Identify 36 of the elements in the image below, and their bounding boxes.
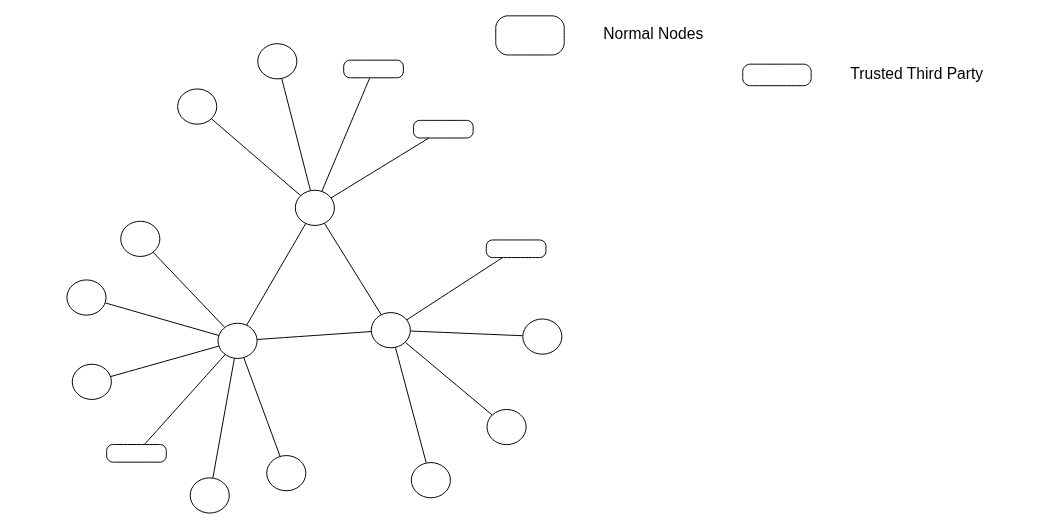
connector: [243, 357, 281, 457]
node-circle: [410, 462, 451, 499]
connector: [323, 222, 382, 316]
connector: [210, 118, 301, 196]
connector: [105, 302, 220, 336]
node-circle: [294, 189, 335, 226]
node-box: [485, 239, 547, 259]
node-box: [413, 119, 474, 139]
node-circle: [217, 322, 258, 359]
node-circle: [370, 312, 411, 349]
connector: [394, 346, 427, 464]
connector: [281, 78, 311, 191]
connector: [144, 354, 226, 445]
node-circle: [189, 477, 230, 514]
node-box: [343, 59, 404, 79]
node-circle: [71, 363, 112, 400]
connector: [410, 330, 524, 337]
node-circle: [66, 279, 107, 316]
connector: [406, 257, 503, 321]
connector: [405, 341, 493, 416]
connector: [330, 137, 430, 199]
node-box: [106, 444, 167, 463]
node-circle: [257, 43, 298, 80]
connector: [246, 223, 307, 326]
connector: [321, 77, 371, 192]
node-circle: [266, 455, 307, 492]
connector: [256, 331, 372, 340]
node-circle: [522, 318, 563, 355]
connector: [212, 357, 235, 479]
node-circle: [486, 408, 527, 446]
legend-label: Normal Nodes: [603, 25, 704, 43]
connector: [110, 345, 220, 378]
connector: [152, 251, 225, 328]
node-circle: [177, 88, 218, 125]
legend-label: Trusted Third Party: [850, 64, 984, 82]
node-circle: [120, 220, 161, 257]
